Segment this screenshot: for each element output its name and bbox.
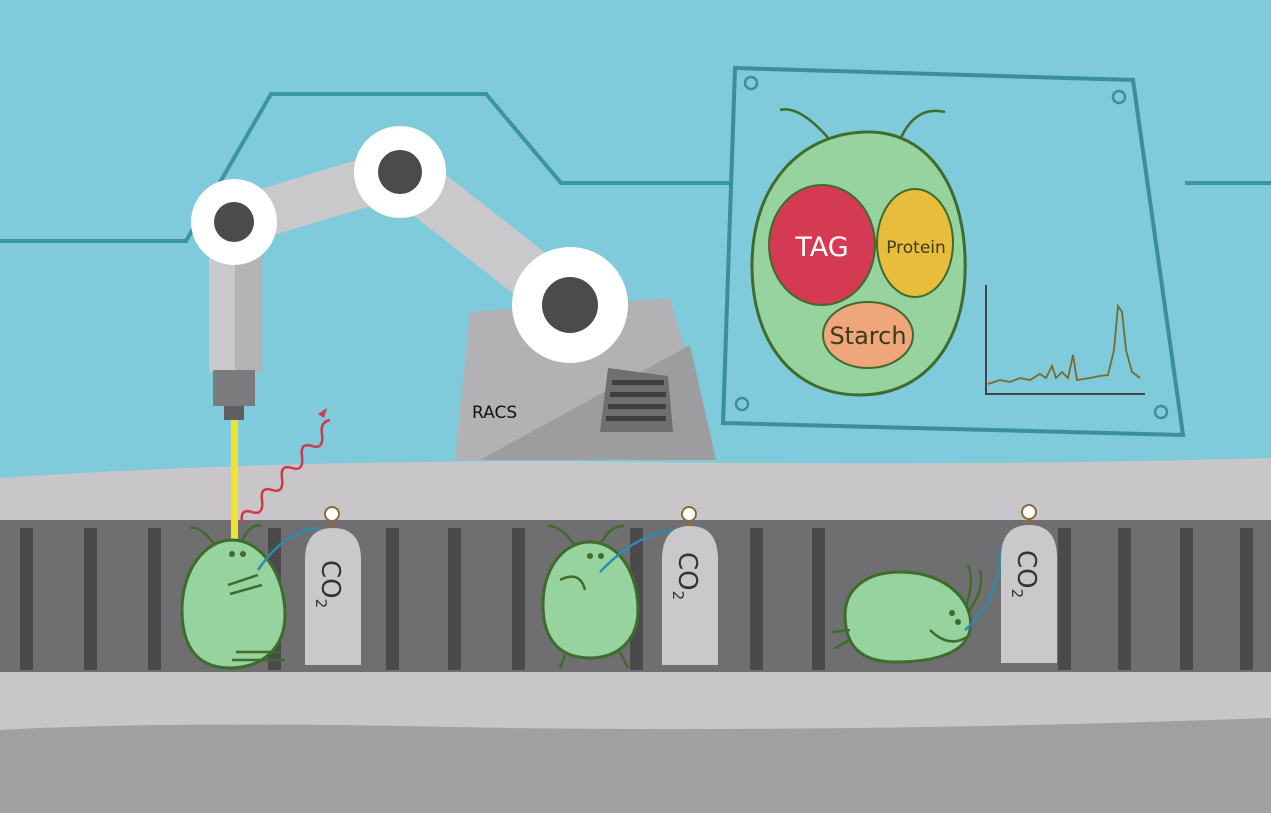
- robot-arm: [191, 126, 628, 420]
- racs-machine: RACS: [455, 298, 716, 460]
- svg-text:CO2: CO2: [1008, 550, 1041, 598]
- raman-spectrum: [985, 285, 1145, 395]
- screw-icon: [1153, 404, 1169, 420]
- tank-subscript: 2: [669, 591, 687, 601]
- gauge-icon: [324, 506, 340, 522]
- flagella: [779, 108, 946, 141]
- tank-label: CO: [315, 560, 345, 599]
- algae-cell-2: [541, 524, 681, 669]
- racs-label: RACS: [472, 403, 517, 423]
- gauge-icon: [681, 506, 697, 522]
- algae-cell-diagram: TAG Protein Starch: [750, 108, 967, 397]
- laser-nozzle: [213, 370, 255, 406]
- laser-beam: [231, 420, 238, 542]
- vent-icon: [600, 368, 673, 432]
- spectrum-line: [987, 303, 1141, 385]
- protein-label: Protein: [886, 238, 946, 258]
- algae-cell-3: [831, 544, 1004, 664]
- svg-text:CO2: CO2: [669, 552, 702, 600]
- conveyor: [0, 458, 1271, 813]
- spectrum-axes: [985, 285, 1145, 395]
- co2-tank-1: CO2: [305, 506, 361, 665]
- raman-scatter-wave: [240, 418, 331, 523]
- co2-tank-3: CO2: [1001, 504, 1057, 663]
- starch-label: Starch: [829, 322, 906, 350]
- svg-text:CO2: CO2: [312, 560, 345, 608]
- tank-label: CO: [672, 552, 702, 591]
- tank-subscript: 2: [1008, 589, 1026, 599]
- gauge-icon: [1021, 504, 1037, 520]
- co2-tank-2: CO2: [662, 506, 718, 665]
- arrow-head-icon: [318, 408, 327, 418]
- tank-label: CO: [1011, 550, 1041, 589]
- protein-compartment: [876, 188, 954, 298]
- screw-icon: [734, 396, 750, 412]
- tag-compartment: [768, 184, 876, 306]
- display-panel: TAG Protein Starch: [720, 65, 1186, 438]
- screw-icon: [1111, 89, 1127, 105]
- tag-label: TAG: [794, 232, 848, 263]
- starch-compartment: [822, 301, 914, 369]
- screw-icon: [743, 75, 759, 91]
- tank-subscript: 2: [312, 599, 330, 609]
- circuit-line: [0, 92, 730, 243]
- algae-cell-1: [180, 524, 321, 670]
